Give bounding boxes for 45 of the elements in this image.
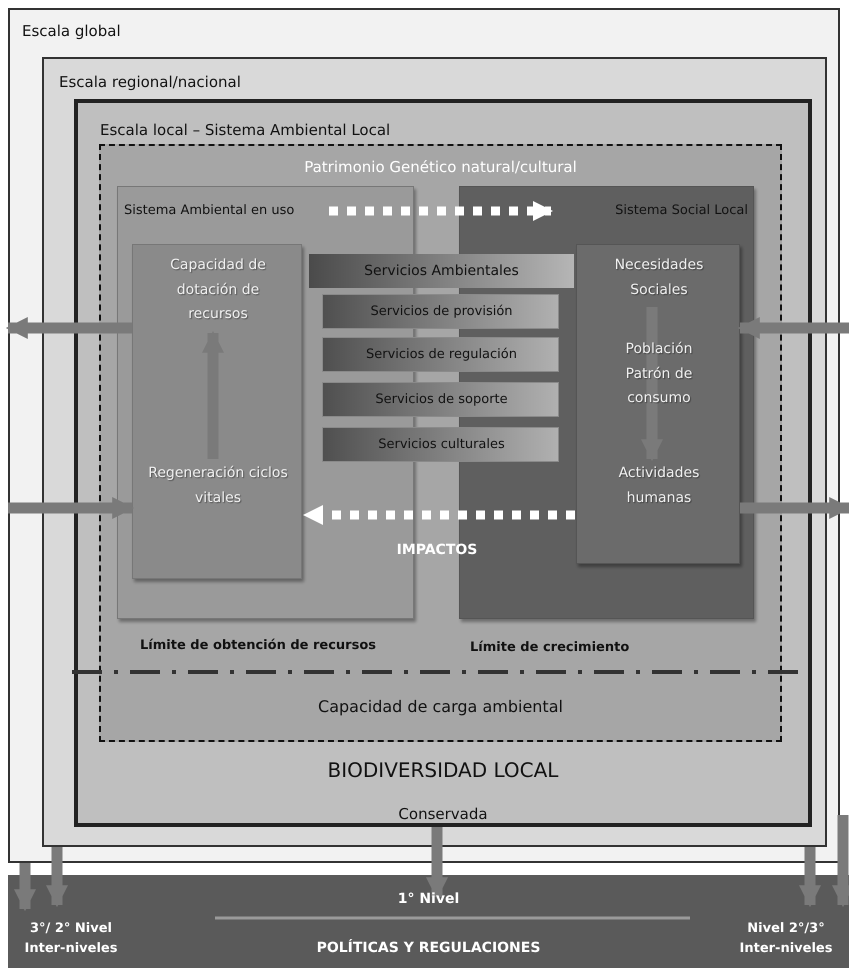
- frame-title: Escala global: [22, 21, 122, 42]
- arrow: [6, 317, 132, 339]
- bar-text: Servicios de provisión: [369, 303, 514, 321]
- node-text: Población Patrón de consumo: [597, 337, 721, 415]
- region-title: Patrimonio Genético natural/cultural: [303, 157, 578, 178]
- bar-text: Servicios de soporte: [374, 391, 509, 409]
- panel-title: Sistema Social Local: [614, 202, 748, 220]
- node-text: Necesidades Sociales: [577, 253, 741, 305]
- arrow: [799, 847, 821, 908]
- band-text: Capacidad de carga ambiental: [317, 696, 564, 718]
- level-text: 1° Nivel: [396, 890, 460, 909]
- arrow: [8, 497, 134, 519]
- bar-text: Servicios culturales: [377, 436, 506, 454]
- heading-text: BIODIVERSIDAD LOCAL: [326, 757, 560, 784]
- node-text: Capacidad de dotación de recursos: [133, 253, 303, 331]
- inner-panel: [576, 244, 740, 564]
- level-text: 3°/ 2° Nivel Inter-niveles: [24, 920, 118, 958]
- limit-label: Límite de crecimiento: [470, 639, 630, 657]
- level-text: Nivel 2°/3° Inter-niveles: [738, 920, 834, 958]
- frame-title: Escala regional/nacional: [59, 72, 242, 93]
- service-bar: [322, 427, 559, 462]
- arrow: [740, 497, 849, 519]
- inner-panel: [132, 244, 302, 579]
- service-header: [309, 254, 574, 288]
- service-bar: [322, 294, 559, 329]
- arrow: [303, 505, 575, 525]
- arrow: [329, 201, 553, 221]
- dashed-region: [99, 144, 782, 742]
- service-bar: [322, 382, 559, 417]
- bar-text: Servicios Ambientales: [363, 262, 520, 281]
- subheading-text: Conservada: [397, 804, 489, 825]
- arrow: [14, 863, 36, 912]
- band-title: POLÍTICAS Y REGULACIONES: [316, 938, 542, 958]
- arrow: [426, 827, 448, 900]
- arrow: [832, 815, 849, 908]
- node-text: Actividades humanas: [577, 461, 741, 513]
- frame-title: Escala local – Sistema Ambiental Local: [100, 120, 392, 141]
- service-bar: [322, 337, 559, 372]
- panel-title: Sistema Ambiental en uso: [124, 202, 296, 220]
- bar-text: Servicios de regulación: [365, 346, 518, 364]
- arrow: [46, 847, 68, 908]
- policy-band: [8, 875, 849, 968]
- node-text: Regeneración ciclos vitales: [133, 461, 303, 513]
- arrow: [738, 317, 849, 339]
- limit-label: Límite de obtención de recursos: [140, 637, 376, 655]
